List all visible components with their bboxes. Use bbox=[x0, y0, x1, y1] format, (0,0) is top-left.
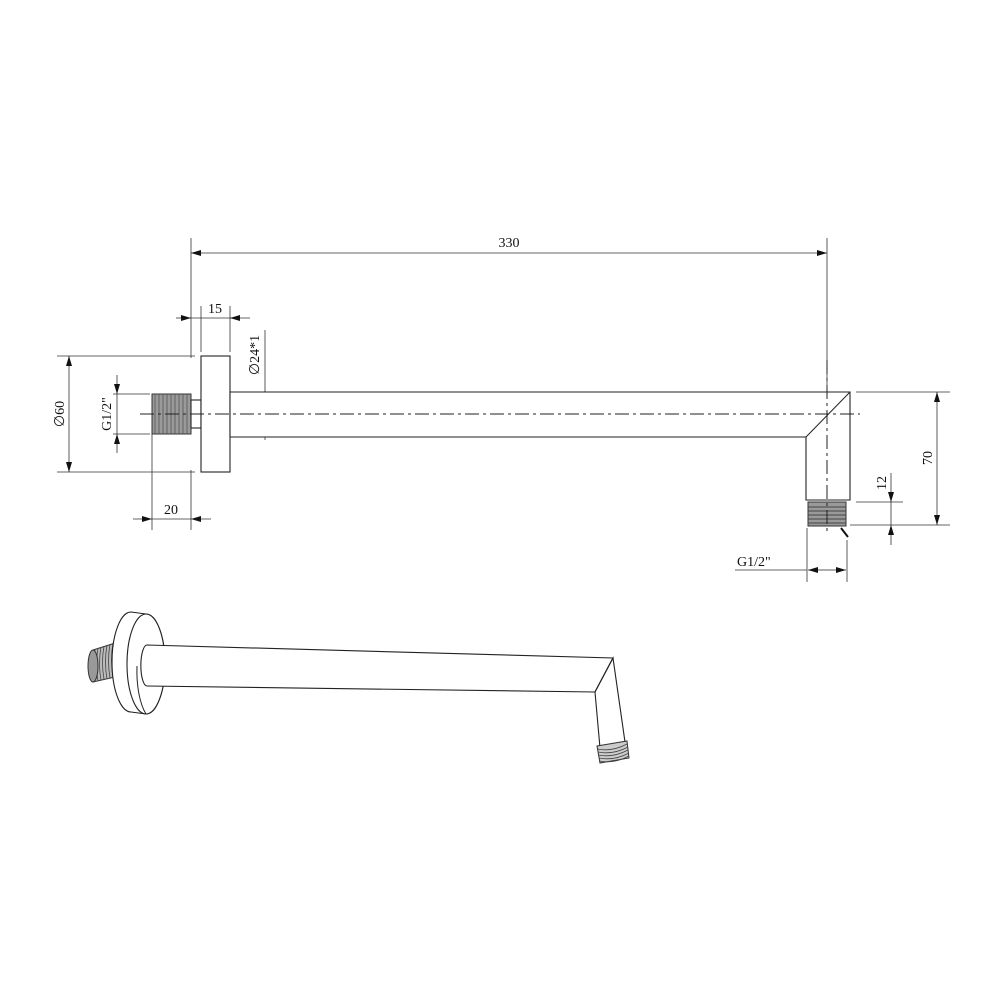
dim-inlet-length: 20 bbox=[133, 434, 211, 530]
iso-outlet-thread bbox=[596, 740, 630, 764]
dim-20-label: 20 bbox=[164, 503, 178, 518]
dim-inlet-thread-label: G1/2" bbox=[100, 397, 115, 431]
outlet-thread bbox=[807, 501, 849, 538]
dim-12-label: 12 bbox=[875, 476, 890, 490]
dim-330-label: 330 bbox=[499, 236, 520, 251]
dim-flange-thickness: 15 bbox=[176, 302, 250, 352]
isometric-view bbox=[87, 611, 630, 764]
dim-outlet-thread-label: G1/2" bbox=[737, 555, 771, 570]
shower-arm bbox=[229, 391, 851, 501]
dim-drop-height: 70 bbox=[850, 391, 950, 526]
dim-70-label: 70 bbox=[921, 451, 936, 465]
dim-inlet-thread: G1/2" bbox=[100, 375, 150, 453]
dim-60-label: ∅60 bbox=[53, 401, 68, 427]
dim-outlet-thread: G1/2" bbox=[735, 528, 848, 582]
orthographic-view: 330 15 ∅60 G1/2" bbox=[53, 236, 950, 582]
dim-15-label: 15 bbox=[208, 302, 222, 317]
dim-overall-length: 330 bbox=[190, 236, 828, 392]
dim-outlet-length: 12 bbox=[856, 473, 903, 545]
dim-flange-diameter: ∅60 bbox=[53, 355, 195, 473]
dim-arm-diameter-label: ∅24*1 bbox=[248, 335, 263, 375]
iso-flange bbox=[111, 611, 166, 715]
iso-arm bbox=[140, 644, 626, 749]
iso-inlet-thread bbox=[87, 642, 116, 683]
